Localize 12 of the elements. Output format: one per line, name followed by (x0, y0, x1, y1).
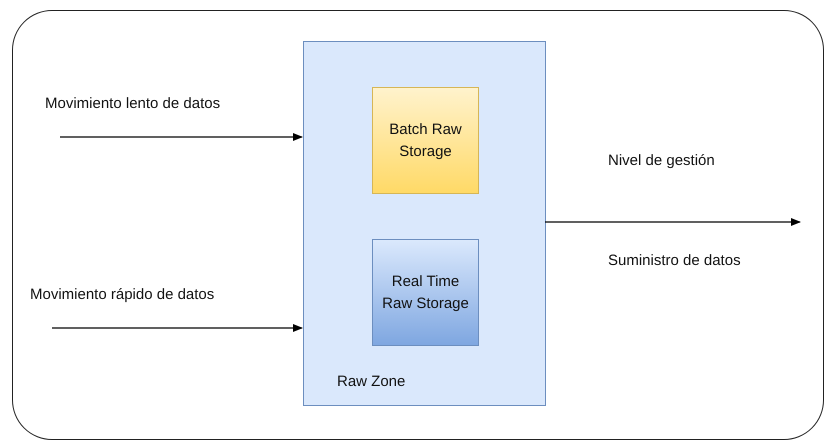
edge-label: Movimiento rápido de datos (30, 286, 214, 303)
flow-label: Suministro de datos (608, 252, 741, 269)
arrow (52, 324, 303, 332)
edge-label: Nivel de gestión (608, 152, 715, 169)
outer-frame (12, 10, 824, 440)
arrow (545, 218, 801, 226)
zone-box (303, 41, 546, 406)
edge-label: Movimiento lento de datos (45, 95, 220, 112)
zone-label: Raw Zone (337, 373, 406, 390)
arrow (60, 133, 303, 141)
storage-box: Real Time Raw Storage (372, 239, 479, 346)
storage-box: Batch Raw Storage (372, 87, 479, 194)
